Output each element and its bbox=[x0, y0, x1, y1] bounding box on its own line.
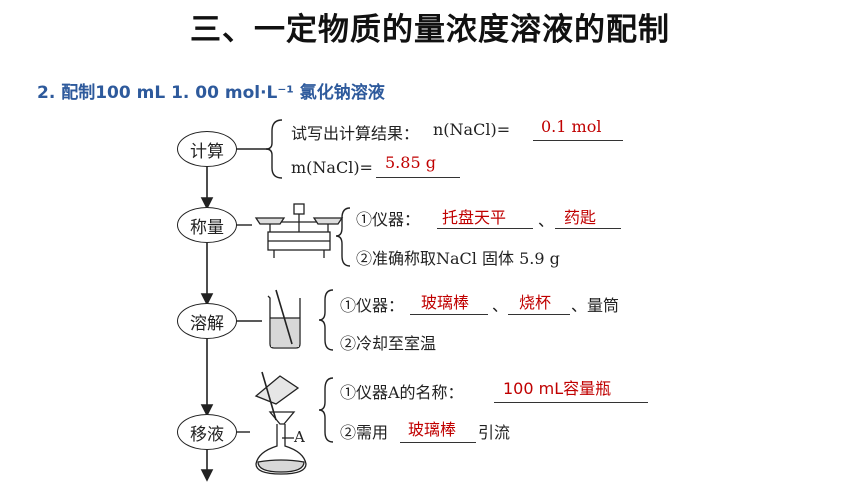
transfer-line2-prefix: ②需用 bbox=[340, 423, 389, 442]
calc-line2-formula: m(NaCl)= bbox=[291, 158, 373, 177]
blank-underline bbox=[555, 228, 621, 229]
transfer-line1-prefix: ①仪器A的名称： bbox=[340, 383, 464, 402]
page-title: 三、一定物质的量浓度溶液的配制 bbox=[190, 12, 670, 48]
dissolve-answer-rod: 玻璃棒 bbox=[421, 293, 470, 312]
blank-underline bbox=[400, 442, 476, 443]
volumetric-flask-icon bbox=[254, 371, 307, 475]
dissolve-separator: 、 bbox=[492, 296, 509, 315]
dissolve-line2: ②冷却至室温 bbox=[340, 334, 437, 353]
brace-weigh bbox=[335, 207, 351, 267]
flask-label: A bbox=[294, 428, 305, 446]
dissolve-line1-prefix: ①仪器： bbox=[340, 296, 405, 315]
blank-underline bbox=[494, 402, 648, 403]
section-subtitle: 2. 配制100 mL 1. 00 mol·L⁻¹ 氯化钠溶液 bbox=[37, 83, 385, 103]
node-transfer: 移液 bbox=[177, 414, 237, 450]
blank-underline bbox=[410, 314, 488, 315]
blank-underline bbox=[437, 228, 533, 229]
calc-answer-moles: 0.1 mol bbox=[541, 117, 602, 136]
weigh-answer-spatula: 药匙 bbox=[564, 208, 597, 227]
node-dissolve: 溶解 bbox=[177, 303, 237, 339]
transfer-answer-rod: 玻璃棒 bbox=[408, 420, 457, 439]
brace-calc bbox=[265, 119, 283, 179]
dissolve-cylinder: 、量筒 bbox=[571, 296, 620, 315]
calc-answer-mass: 5.85 g bbox=[385, 153, 436, 172]
weigh-line1-prefix: ①仪器： bbox=[356, 210, 421, 229]
beaker-icon bbox=[267, 289, 301, 349]
blank-underline bbox=[508, 314, 570, 315]
weigh-separator: 、 bbox=[538, 211, 555, 230]
weigh-line2: ②准确称取NaCl 固体 5.9 g bbox=[356, 249, 560, 268]
brace-transfer bbox=[318, 377, 334, 443]
transfer-line2-suffix: 引流 bbox=[478, 423, 511, 442]
calc-line1-formula: n(NaCl)= bbox=[433, 120, 511, 139]
brace-dissolve bbox=[318, 289, 334, 351]
transfer-answer-flask: 100 mL容量瓶 bbox=[503, 379, 612, 398]
blank-underline bbox=[376, 177, 460, 178]
balance-icon bbox=[254, 203, 344, 258]
calc-line1-prefix: 试写出计算结果： bbox=[291, 124, 420, 143]
node-calculate: 计算 bbox=[177, 131, 237, 167]
weigh-answer-balance: 托盘天平 bbox=[442, 208, 507, 227]
blank-underline bbox=[533, 140, 623, 141]
dissolve-answer-beaker: 烧杯 bbox=[519, 293, 552, 312]
node-weigh: 称量 bbox=[177, 207, 237, 243]
